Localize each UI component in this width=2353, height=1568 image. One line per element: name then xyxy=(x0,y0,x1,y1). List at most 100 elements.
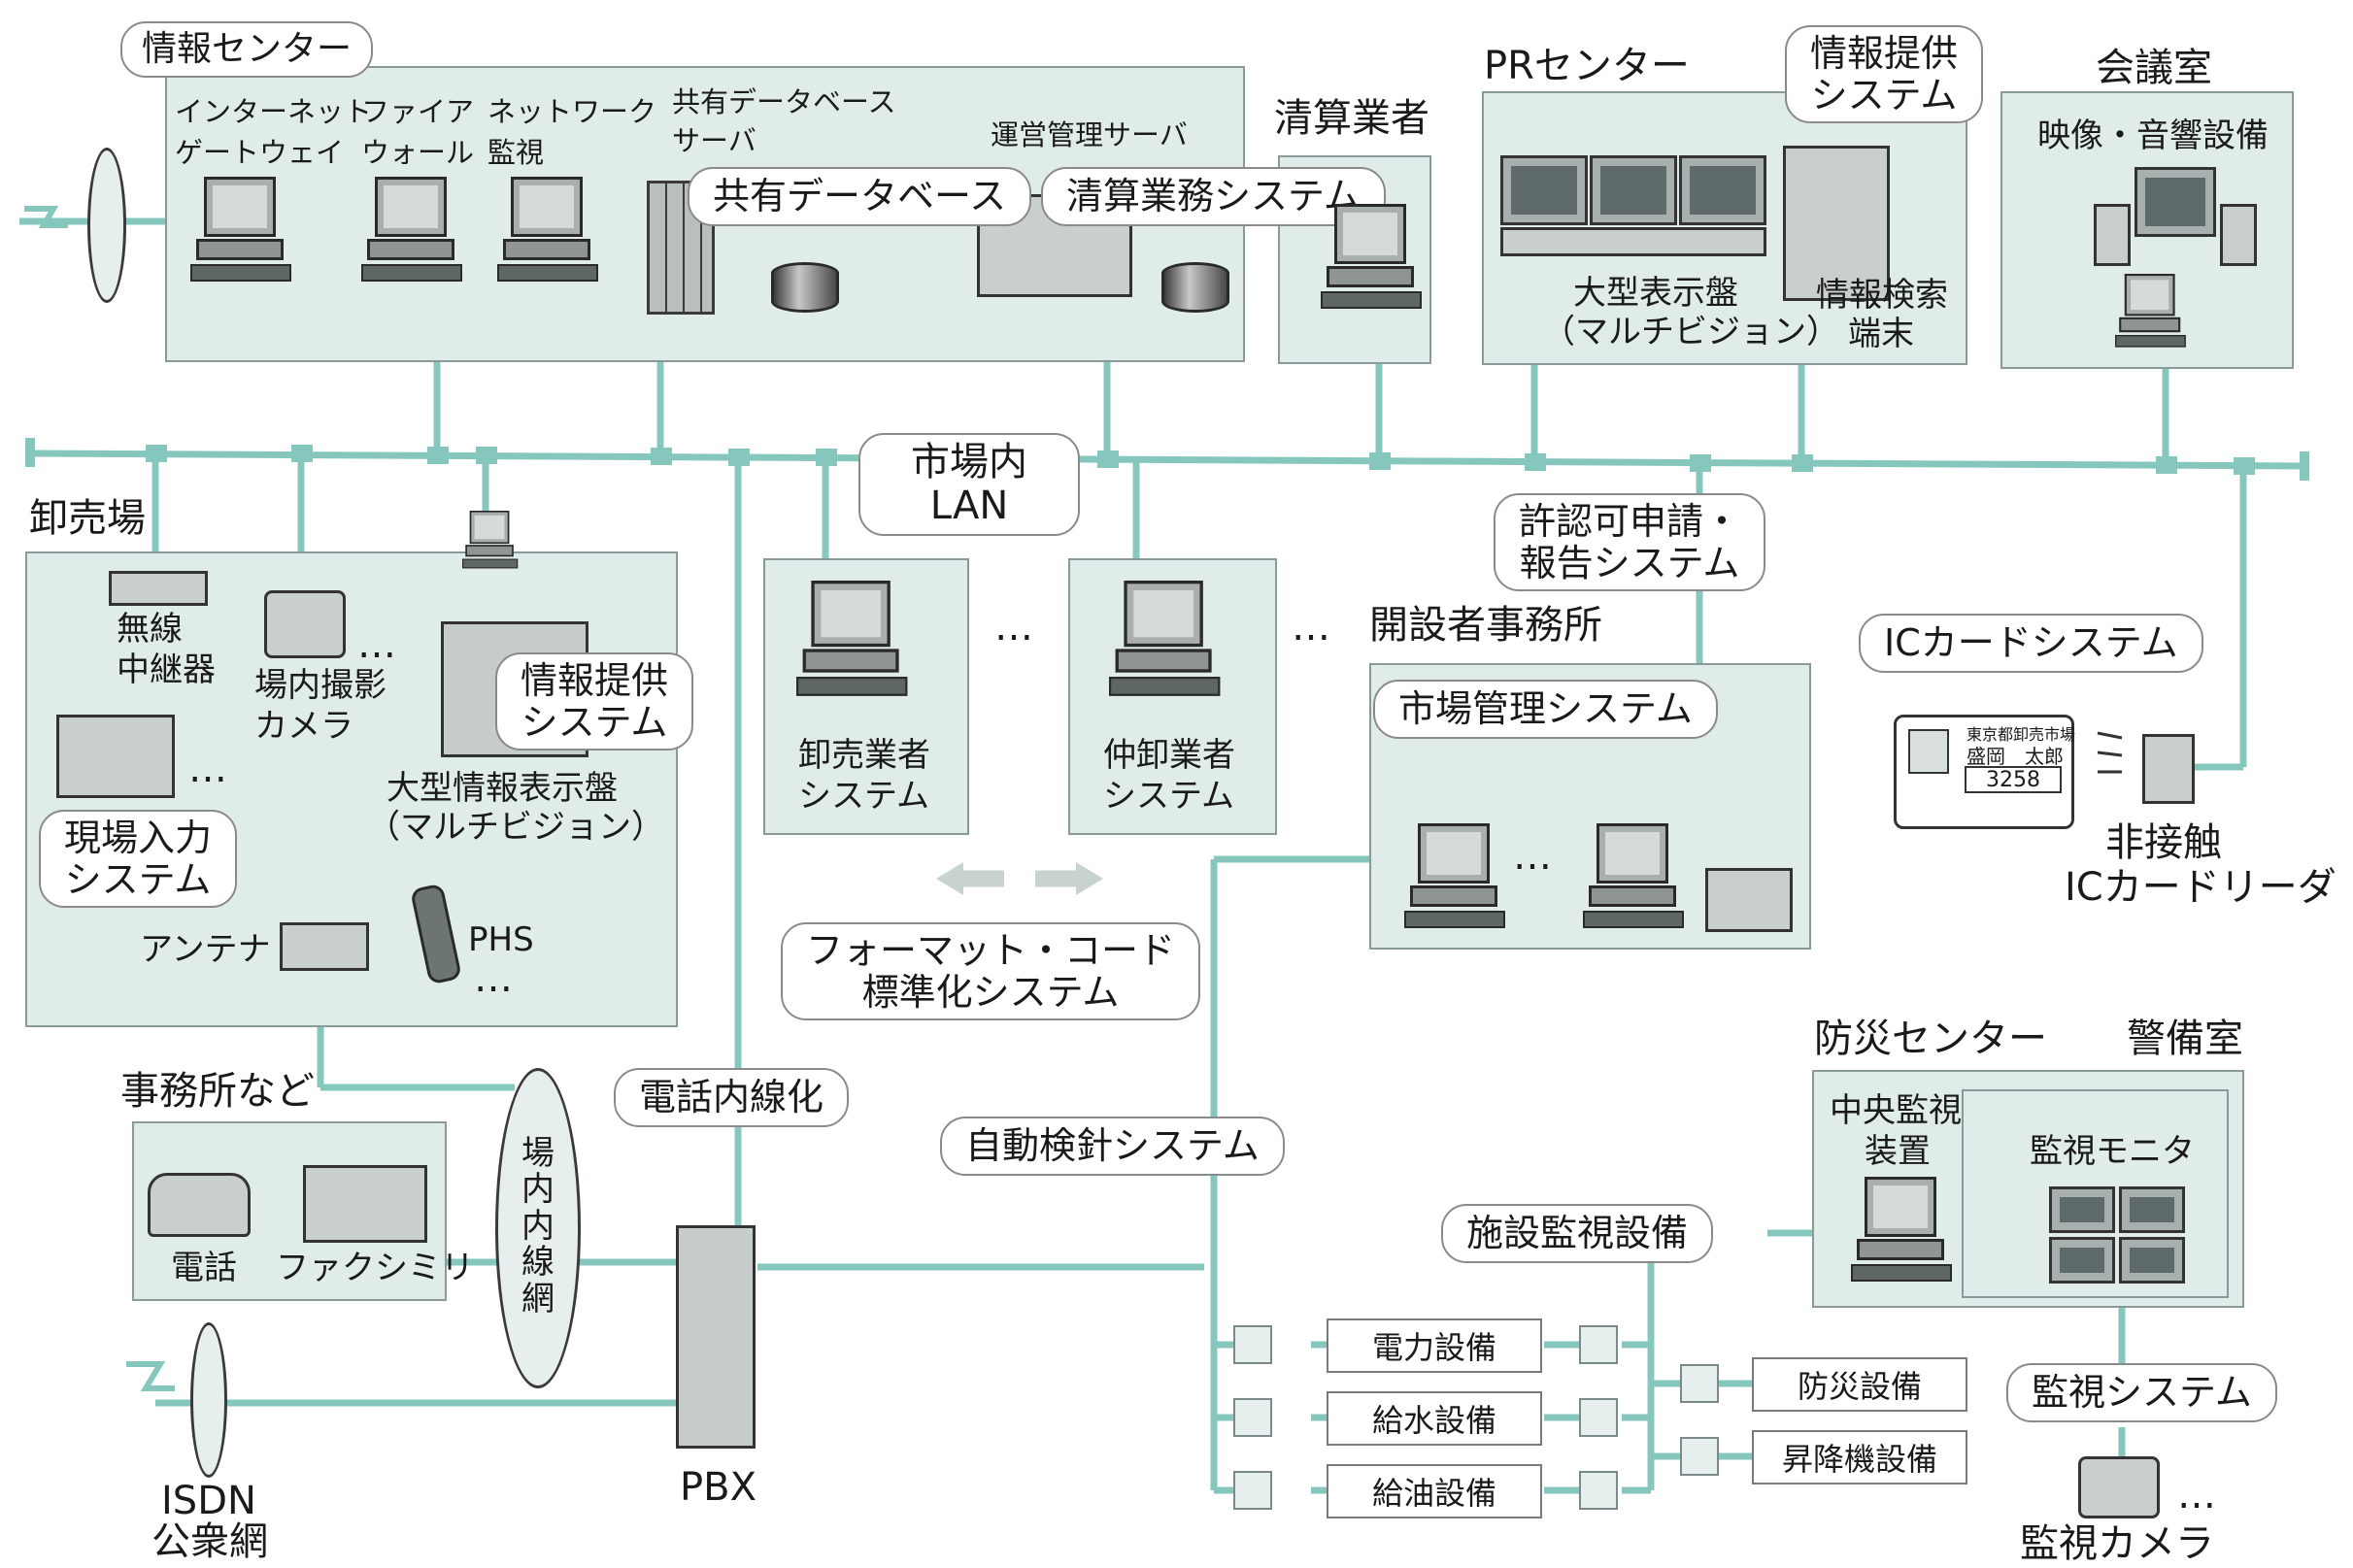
monitor-screen-4 xyxy=(2119,1237,2185,1284)
middle-ellipsis-1: … xyxy=(994,605,1033,650)
monitor-label: 監視モニタ xyxy=(2030,1132,2195,1171)
pr-display-panel-1 xyxy=(1500,155,1588,225)
central-monitor-label-2: 装置 xyxy=(1865,1132,1931,1171)
fax-label: ファクシミリ xyxy=(276,1249,474,1287)
internet-link-icon xyxy=(87,148,126,303)
meeting-room-title: 会議室 xyxy=(2096,46,2212,90)
permit-system-label: 許認可申請・ 報告システム xyxy=(1494,493,1766,592)
pr-info-system-line2: システム xyxy=(1810,73,1958,117)
gateway-pc-icon xyxy=(190,177,291,293)
wholesaler-label-2: システム xyxy=(798,777,929,816)
camera-ellipsis: … xyxy=(357,622,396,667)
meter-node-oil-left xyxy=(1233,1471,1272,1510)
ic-reader-label-2: ICカードリーダ xyxy=(2065,865,2336,910)
speaker-right-icon xyxy=(2220,204,2257,266)
tablet-ellipsis: … xyxy=(188,747,227,791)
settlement-pc-icon xyxy=(1321,204,1422,320)
pr-display-panel-3 xyxy=(1679,155,1766,225)
lan-label-line2: LAN xyxy=(929,483,1009,528)
camera-icon xyxy=(264,590,346,658)
field-input-line2: システム xyxy=(64,857,212,901)
repeater-label-2: 中継器 xyxy=(117,651,216,689)
monitor-camera-ellipsis: … xyxy=(2177,1473,2216,1518)
disaster-center-title: 防災センター xyxy=(1814,1017,2047,1061)
phone-label: 電話 xyxy=(171,1249,237,1287)
oil-equipment: 給油設備 xyxy=(1327,1464,1542,1518)
format-system-line2: 標準化システム xyxy=(861,970,1120,1014)
ic-reader-label-1: 非接触 xyxy=(2105,820,2222,865)
ic-card-name: 盛岡 太郎 xyxy=(1966,745,2064,768)
pr-info-system-label: 情報提供 システム xyxy=(1785,25,1984,124)
permit-system-line1: 許認可申請・ xyxy=(1519,500,1741,543)
pbx-icon xyxy=(676,1225,756,1449)
wholesale-info-system-line1: 情報提供 xyxy=(521,659,669,702)
field-input-label: 現場入力 システム xyxy=(39,810,238,909)
broker-label-2: システム xyxy=(1103,777,1234,816)
gateway-label-2: ゲートウェイ xyxy=(175,136,345,169)
terminal-label-2: 端末 xyxy=(1848,315,1914,353)
pbx-label: PBX xyxy=(680,1465,756,1510)
ic-card-header: 東京都卸売市場 xyxy=(1966,725,2076,744)
extension-label: 電話内線化 xyxy=(614,1068,850,1127)
office-title: 事務所など xyxy=(120,1069,315,1114)
central-monitor-label-1: 中央監視 xyxy=(1830,1091,1962,1130)
meeting-pc-icon xyxy=(2115,274,2186,355)
broker-label-1: 仲卸業者 xyxy=(1103,736,1235,775)
ic-reader-icon xyxy=(2142,734,2195,804)
pr-display-base xyxy=(1500,227,1766,256)
av-label: 映像・音響設備 xyxy=(2037,117,2269,155)
format-system-label: フォーマット・コード 標準化システム xyxy=(781,922,1201,1021)
antenna-label: アンテナ xyxy=(140,930,271,969)
water-equipment: 給水設備 xyxy=(1327,1391,1542,1446)
monitor-screen-1 xyxy=(2049,1186,2115,1233)
wholesaler-pc-icon xyxy=(796,581,908,709)
broker-pc-icon xyxy=(1109,581,1221,709)
phs-ellipsis: … xyxy=(474,956,513,1001)
pr-display-panel-2 xyxy=(1590,155,1677,225)
wholesale-display-label-2: （マルチビジョン） xyxy=(367,808,664,847)
in-site-net-label: 場内内線網 xyxy=(521,1134,555,1318)
terminal-label-1: 情報検索 xyxy=(1816,276,1948,315)
facility-monitor-label: 施設監視設備 xyxy=(1441,1204,1714,1263)
monitor-camera-label: 監視カメラ xyxy=(2020,1521,2214,1566)
isdn-link-icon xyxy=(190,1322,227,1478)
wholesaler-label-1: 卸売業者 xyxy=(798,736,930,775)
ops-db-disk-icon xyxy=(1161,262,1229,313)
format-system-line1: フォーマット・コード xyxy=(806,929,1176,972)
monitor-system-label: 監視システム xyxy=(2006,1363,2277,1422)
firewall-label-1: ファイア xyxy=(361,95,475,128)
wholesale-info-system-label: 情報提供 システム xyxy=(495,652,694,751)
firewall-label-2: ウォール xyxy=(361,136,475,169)
market-printer-icon xyxy=(1705,868,1793,932)
monitor-camera-icon xyxy=(2078,1456,2160,1518)
firewall-pc-icon xyxy=(361,177,462,293)
info-center-title: 情報センター xyxy=(120,21,374,79)
pr-center-title: PRセンター xyxy=(1484,44,1690,88)
ic-card-icon: 東京都卸売市場 盛岡 太郎 3258 xyxy=(1894,715,2076,829)
pr-info-system-line1: 情報提供 xyxy=(1810,32,1959,75)
in-site-network-icon xyxy=(495,1068,581,1388)
operator-office-title: 開設者事務所 xyxy=(1369,603,1602,648)
repeater-device-icon xyxy=(109,571,208,606)
middle-ellipsis-2: … xyxy=(1292,605,1330,650)
shared-db-server-label-2: サーバ xyxy=(672,124,756,157)
meter-node-power-left xyxy=(1233,1325,1272,1364)
fax-icon xyxy=(303,1165,427,1243)
info-terminal-icon xyxy=(1783,146,1890,301)
permit-system-line2: 報告システム xyxy=(1519,541,1740,584)
market-mgmt-label: 市場管理システム xyxy=(1373,680,1718,739)
facility-node-disaster xyxy=(1680,1364,1719,1403)
repeater-label-1: 無線 xyxy=(117,610,183,649)
shared-db-server-label-1: 共有データベース xyxy=(672,85,896,118)
camera-label-1: 場内撮影 xyxy=(254,666,387,705)
tablet-icon xyxy=(56,715,175,798)
meter-node-water-left xyxy=(1233,1398,1272,1437)
field-input-line1: 現場入力 xyxy=(64,817,213,859)
wholesale-info-system-line2: システム xyxy=(521,700,668,744)
shared-db-label: 共有データベース xyxy=(688,167,1032,226)
market-pc-1-icon xyxy=(1404,823,1505,940)
broker-zone xyxy=(1068,558,1277,835)
shared-db-disk-icon xyxy=(771,262,839,313)
settlement-title: 清算業者 xyxy=(1274,96,1429,141)
